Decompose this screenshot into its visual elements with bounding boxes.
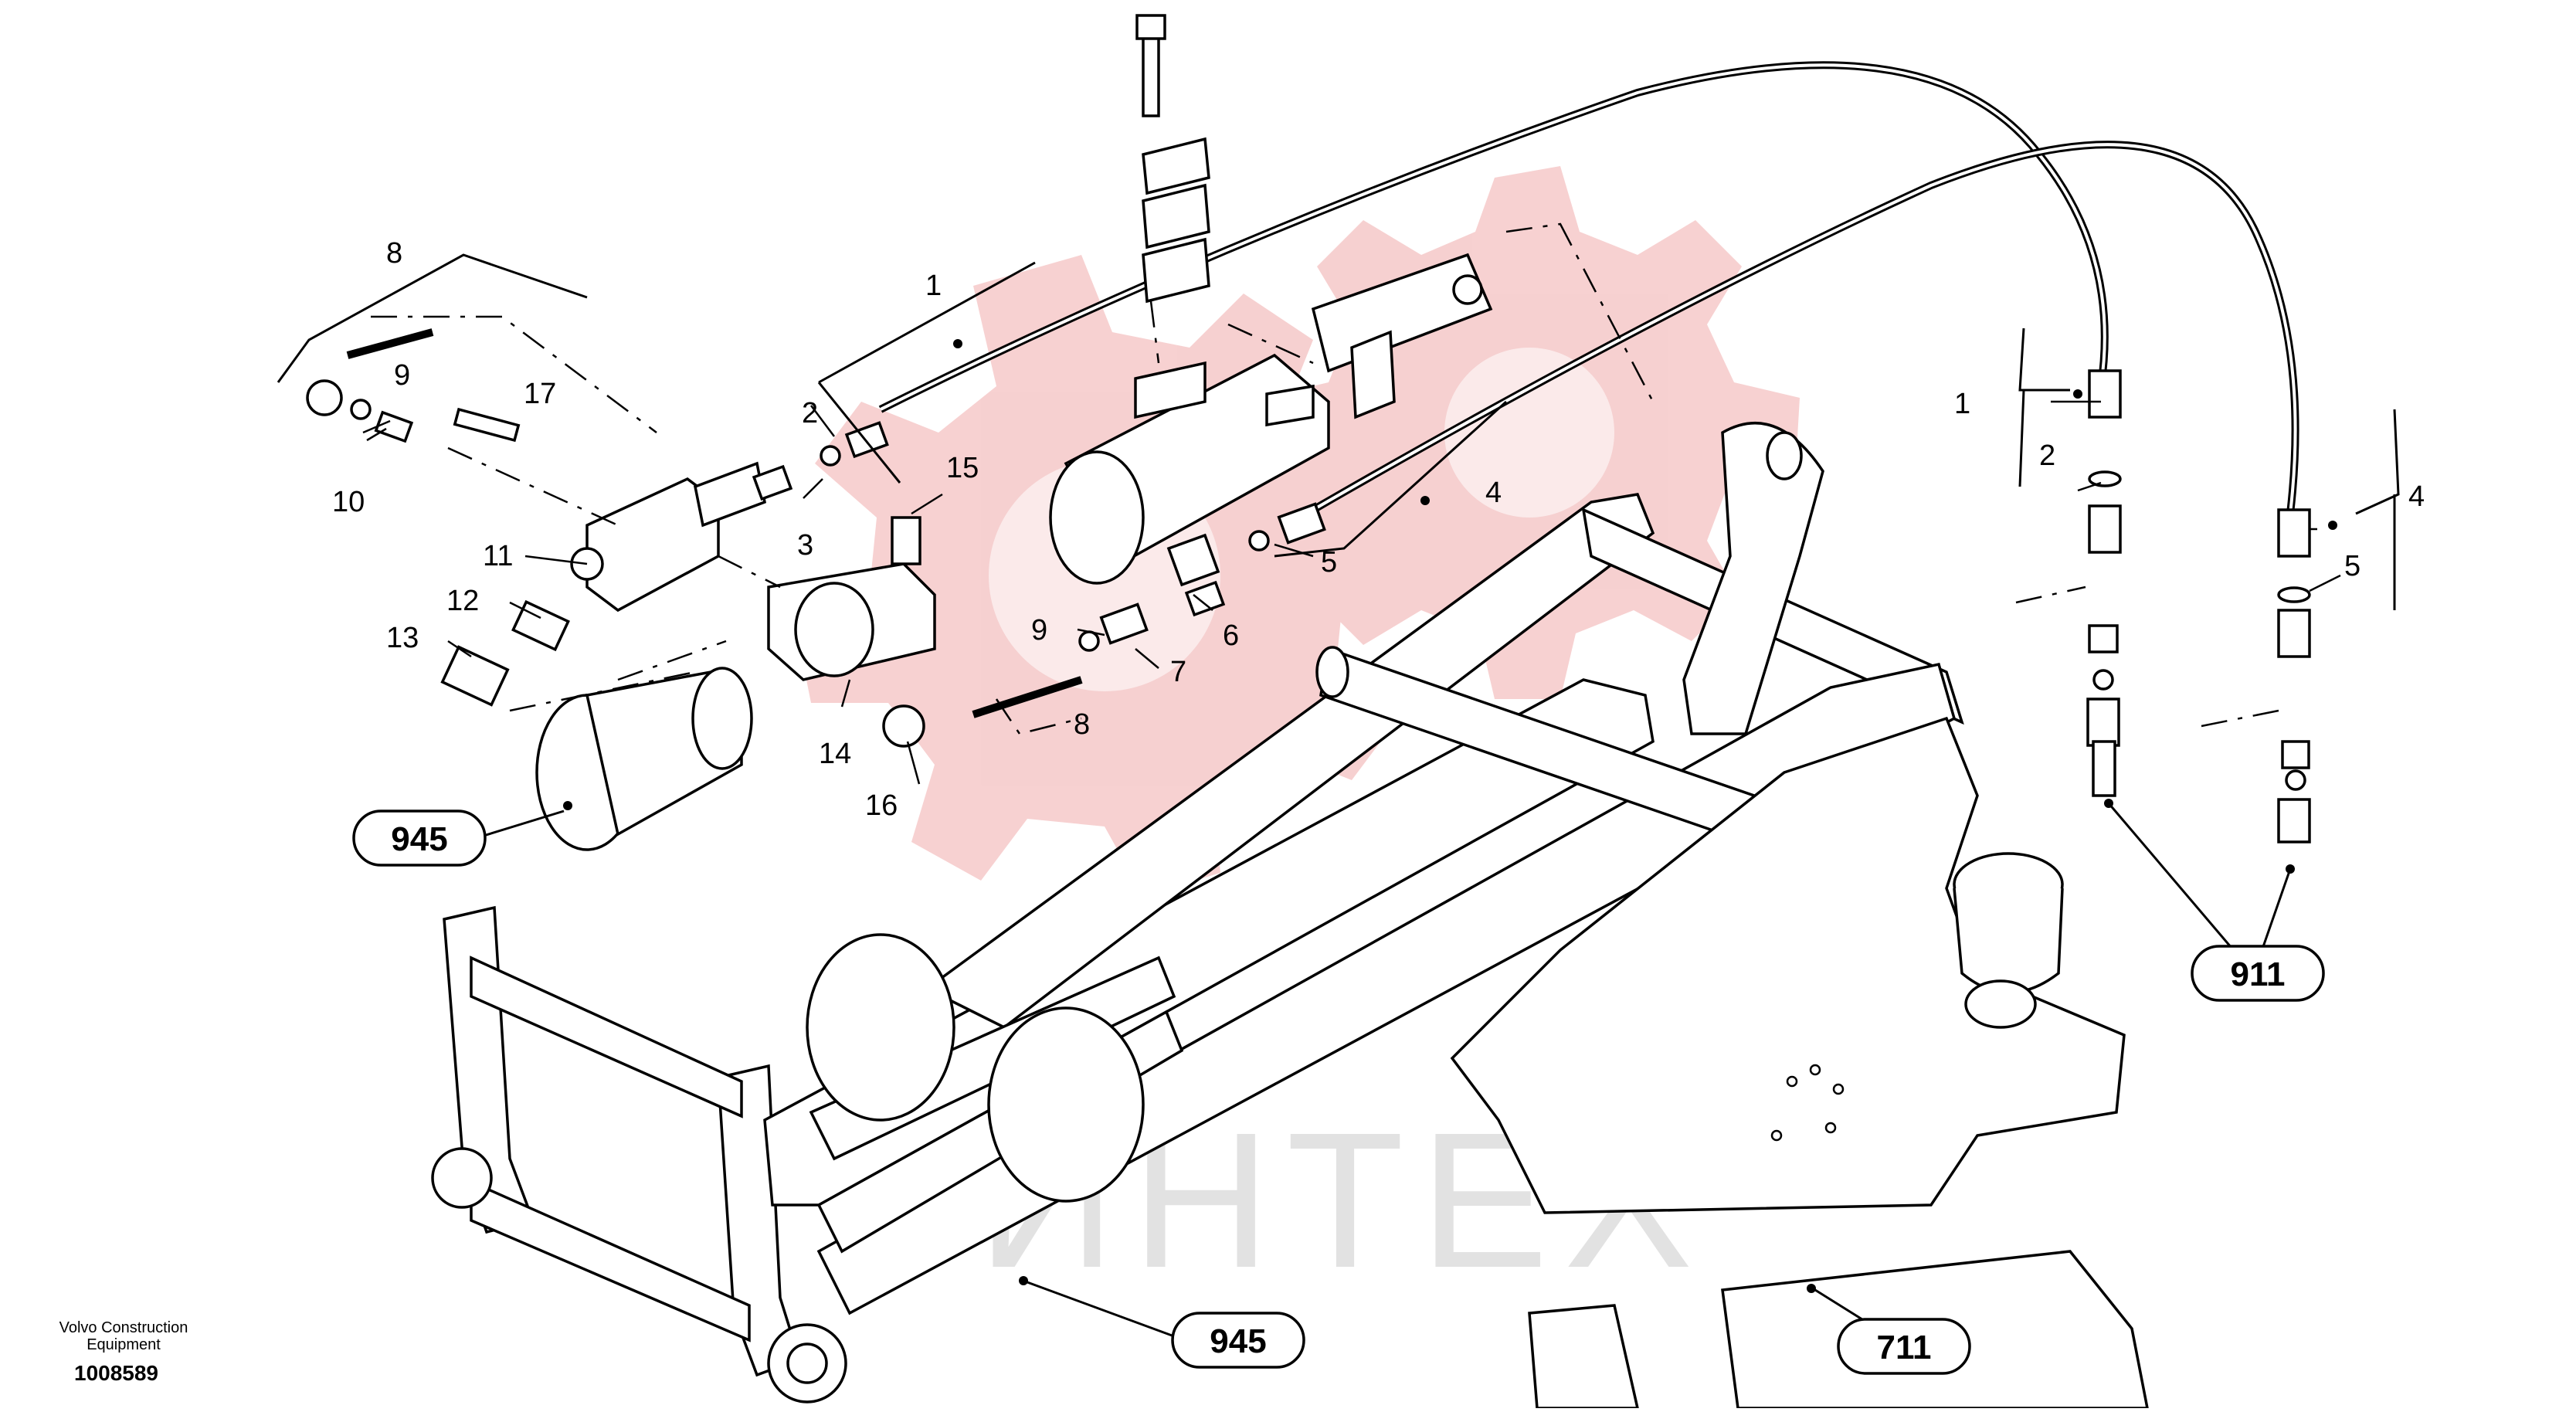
reference-badge-945-top[interactable]: 945 [352, 810, 487, 867]
valve-block [570, 461, 767, 613]
callout-15: 15 [946, 452, 979, 484]
reference-label: 711 [1877, 1329, 1932, 1366]
reference-badge-911[interactable]: 911 [2191, 945, 2325, 1002]
callout-16: 16 [865, 789, 898, 822]
fittings-left [306, 379, 936, 748]
reference-badge-711[interactable]: 711 [1837, 1318, 1971, 1375]
callout-11: 11 [483, 540, 513, 572]
callout-7: 7 [1170, 656, 1186, 688]
callout-6: 6 [1223, 619, 1239, 652]
callout-9-left: 9 [394, 359, 410, 392]
brand-caption: Volvo Construction Equipment [59, 1319, 188, 1353]
reference-label: 945 [391, 820, 447, 858]
callout-5-right: 5 [2344, 550, 2360, 582]
callout-4-center: 4 [1485, 477, 1502, 509]
callout-8-top: 8 [386, 237, 402, 270]
callout-8-center: 8 [1074, 708, 1090, 741]
reference-label: 945 [1210, 1322, 1266, 1360]
fittings-right [1078, 369, 2311, 843]
front-frame-assembly [431, 422, 2150, 1410]
callout-9-center: 9 [1031, 614, 1047, 647]
callout-4-right: 4 [2408, 480, 2425, 513]
reference-badge-945-bottom[interactable]: 945 [1171, 1312, 1305, 1369]
callout-5-center: 5 [1321, 546, 1337, 579]
callout-3: 3 [797, 529, 813, 562]
reference-label: 911 [2231, 955, 2286, 993]
callout-14: 14 [819, 738, 851, 770]
callout-1-center: 1 [925, 270, 942, 302]
callout-labels: 8 9 17 10 1 2 11 3 15 12 13 14 16 9 7 8 … [332, 237, 2425, 822]
callout-2-right: 2 [2039, 440, 2055, 472]
callout-12: 12 [446, 585, 479, 617]
clamp-stack [1134, 14, 1315, 427]
callout-10: 10 [332, 486, 365, 518]
leader-lines [277, 222, 2400, 1338]
callout-17: 17 [524, 378, 556, 410]
hydraulic-cylinder [535, 253, 1493, 851]
drawing-number: 1008589 [74, 1361, 159, 1385]
callout-2-center: 2 [802, 397, 818, 429]
callout-1-right: 1 [1954, 388, 1970, 420]
callout-13: 13 [386, 622, 419, 654]
